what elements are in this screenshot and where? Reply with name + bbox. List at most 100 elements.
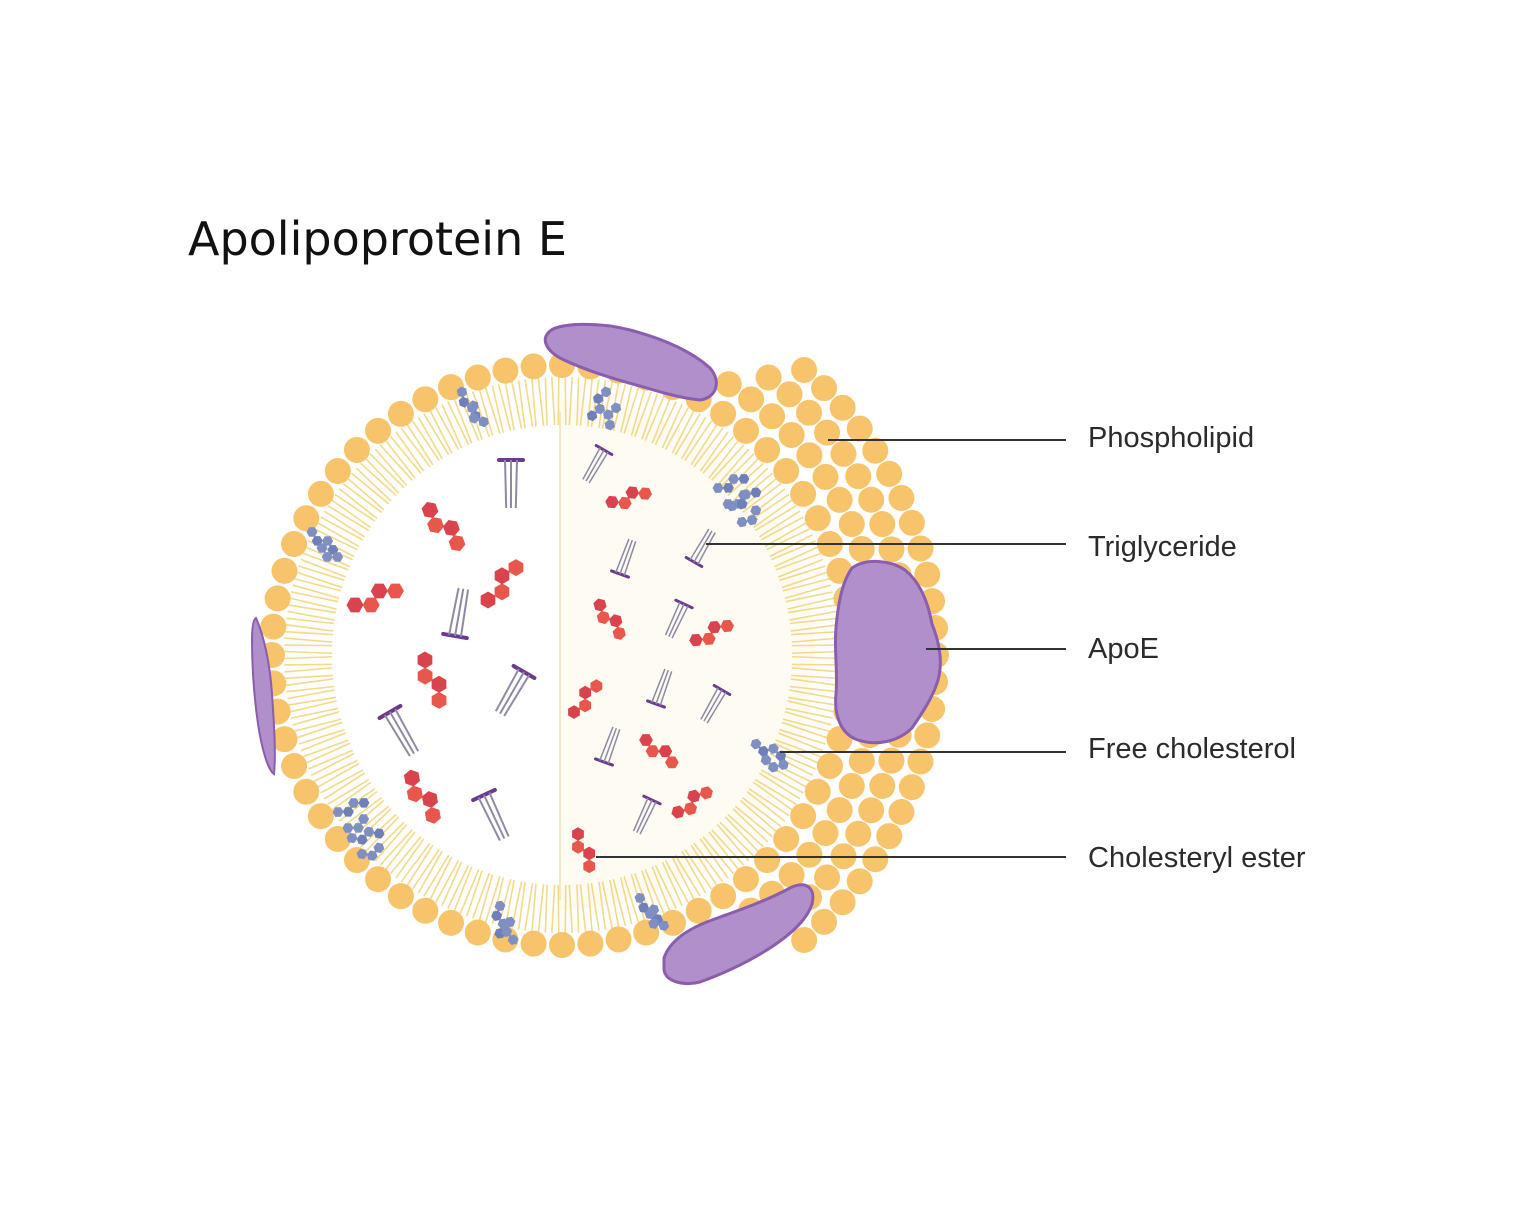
phospholipid-tail <box>778 732 824 752</box>
phospholipid-tail <box>320 769 364 794</box>
free-cholesterol-molecule <box>346 826 385 845</box>
cholesterol-ring <box>760 754 772 766</box>
phospholipid-head <box>826 797 853 824</box>
phospholipid-tail <box>351 472 390 505</box>
cholesterol-ring <box>778 759 789 770</box>
phospholipid-head <box>549 932 575 958</box>
phospholipid-tail <box>739 799 778 833</box>
phospholipid-head <box>464 364 491 391</box>
phospholipid-tail <box>284 644 333 647</box>
phospholipid-tail <box>384 831 416 871</box>
cholesterol-ring <box>478 416 489 428</box>
phospholipid-tail <box>623 387 640 434</box>
cholesterol-ring <box>352 823 364 833</box>
triglyceride-molecule <box>497 458 525 509</box>
triglyceride-tail <box>651 668 666 703</box>
ester-ring <box>645 745 660 758</box>
phospholipid-head <box>876 460 903 487</box>
cholesterol-ring <box>468 412 480 424</box>
phospholipid-tail <box>644 395 665 441</box>
phospholipid-tail <box>289 700 337 713</box>
triglyceride-tail <box>494 668 520 712</box>
cholesterol-ring <box>750 505 762 516</box>
phospholipid-tail <box>664 860 690 904</box>
phospholipid-tail <box>781 571 828 589</box>
phospholipid-head <box>796 442 823 469</box>
phospholipid-tail <box>579 377 587 426</box>
phospholipid-tail <box>288 696 337 706</box>
phospholipid-tail <box>284 667 333 673</box>
phospholipid-tail <box>754 504 797 532</box>
phospholipid-tail <box>779 565 826 582</box>
phospholipid-tail <box>741 483 782 513</box>
cholesterol-ring <box>356 848 368 860</box>
phospholipid-tail <box>791 630 840 636</box>
phospholipid-tail <box>504 382 515 431</box>
phospholipid-tail <box>453 866 473 912</box>
phospholipid-tail <box>746 790 786 822</box>
phospholipid-tail <box>298 565 345 582</box>
cholesterol-ring <box>342 807 354 817</box>
phospholipid-head <box>732 417 759 444</box>
triglyceride-tail <box>697 532 716 565</box>
free-cholesterol-molecule <box>736 505 762 528</box>
phospholipid-tail <box>288 604 337 614</box>
phospholipid-tail <box>395 431 425 472</box>
phospholipid-tail <box>671 409 695 454</box>
phospholipid-head <box>914 722 941 749</box>
phospholipid-tail <box>395 838 425 879</box>
cholesterol-ring <box>466 402 478 414</box>
phospholipid-tail <box>327 504 370 532</box>
phospholipid-tail <box>423 854 450 897</box>
phospholipid-head <box>324 825 351 852</box>
phospholipid-tail <box>576 377 580 426</box>
apoe-protein-left <box>250 616 276 776</box>
phospholipid-tail <box>400 427 431 468</box>
phospholipid-tail <box>291 707 339 719</box>
phospholipid-tail <box>590 882 600 931</box>
phospholipid-head <box>845 820 872 847</box>
phospholipid-tail <box>564 376 567 426</box>
phospholipid-tail <box>497 384 512 431</box>
phospholipid-tail <box>630 389 646 436</box>
phospholipid-tail <box>789 610 837 621</box>
cholesterol-ring <box>738 474 750 484</box>
phospholipid-head <box>685 897 712 924</box>
triglyceride-tail <box>585 449 605 482</box>
ester-ring <box>596 610 610 625</box>
phospholipid-tail <box>784 710 832 726</box>
phospholipid-head <box>343 847 370 874</box>
phospholipid-tail <box>294 578 342 592</box>
phospholipid-head <box>307 803 334 830</box>
phospholipid-tail <box>791 655 841 660</box>
cholesterol-ring <box>458 396 470 408</box>
free-cholesterol-molecule <box>586 386 612 422</box>
ester-ring <box>406 785 423 803</box>
phospholipid-head <box>307 480 334 507</box>
ester-ring <box>568 705 580 719</box>
ester-ring <box>431 675 447 693</box>
triglyceride-tail <box>615 538 630 573</box>
core-molecules <box>346 444 735 874</box>
phospholipid-tail <box>579 884 587 933</box>
phospholipid-tail <box>601 881 614 929</box>
phospholipid-tail <box>791 644 840 647</box>
phospholipid-tail <box>702 836 735 875</box>
phospholipid-tail <box>790 678 839 687</box>
phospholipid-head <box>838 772 865 799</box>
phospholipid-tail <box>447 401 470 446</box>
phospholipid-tail <box>779 728 826 745</box>
phospholipid-tail <box>741 797 782 827</box>
ester-ring <box>699 786 713 800</box>
triglyceride-molecule <box>471 787 510 841</box>
phospholipid-head <box>791 356 818 383</box>
triglyceride-tail <box>700 687 719 720</box>
phospholipid-tail <box>619 385 633 433</box>
phospholipid-tail <box>284 674 333 680</box>
phospholipid-head <box>778 421 805 448</box>
cholesteryl-ester-molecule <box>568 679 603 719</box>
phospholipid-head <box>846 868 873 895</box>
phospholipid-tail <box>364 457 400 494</box>
phospholipid-head <box>888 799 915 826</box>
phospholipid-head <box>343 436 370 463</box>
